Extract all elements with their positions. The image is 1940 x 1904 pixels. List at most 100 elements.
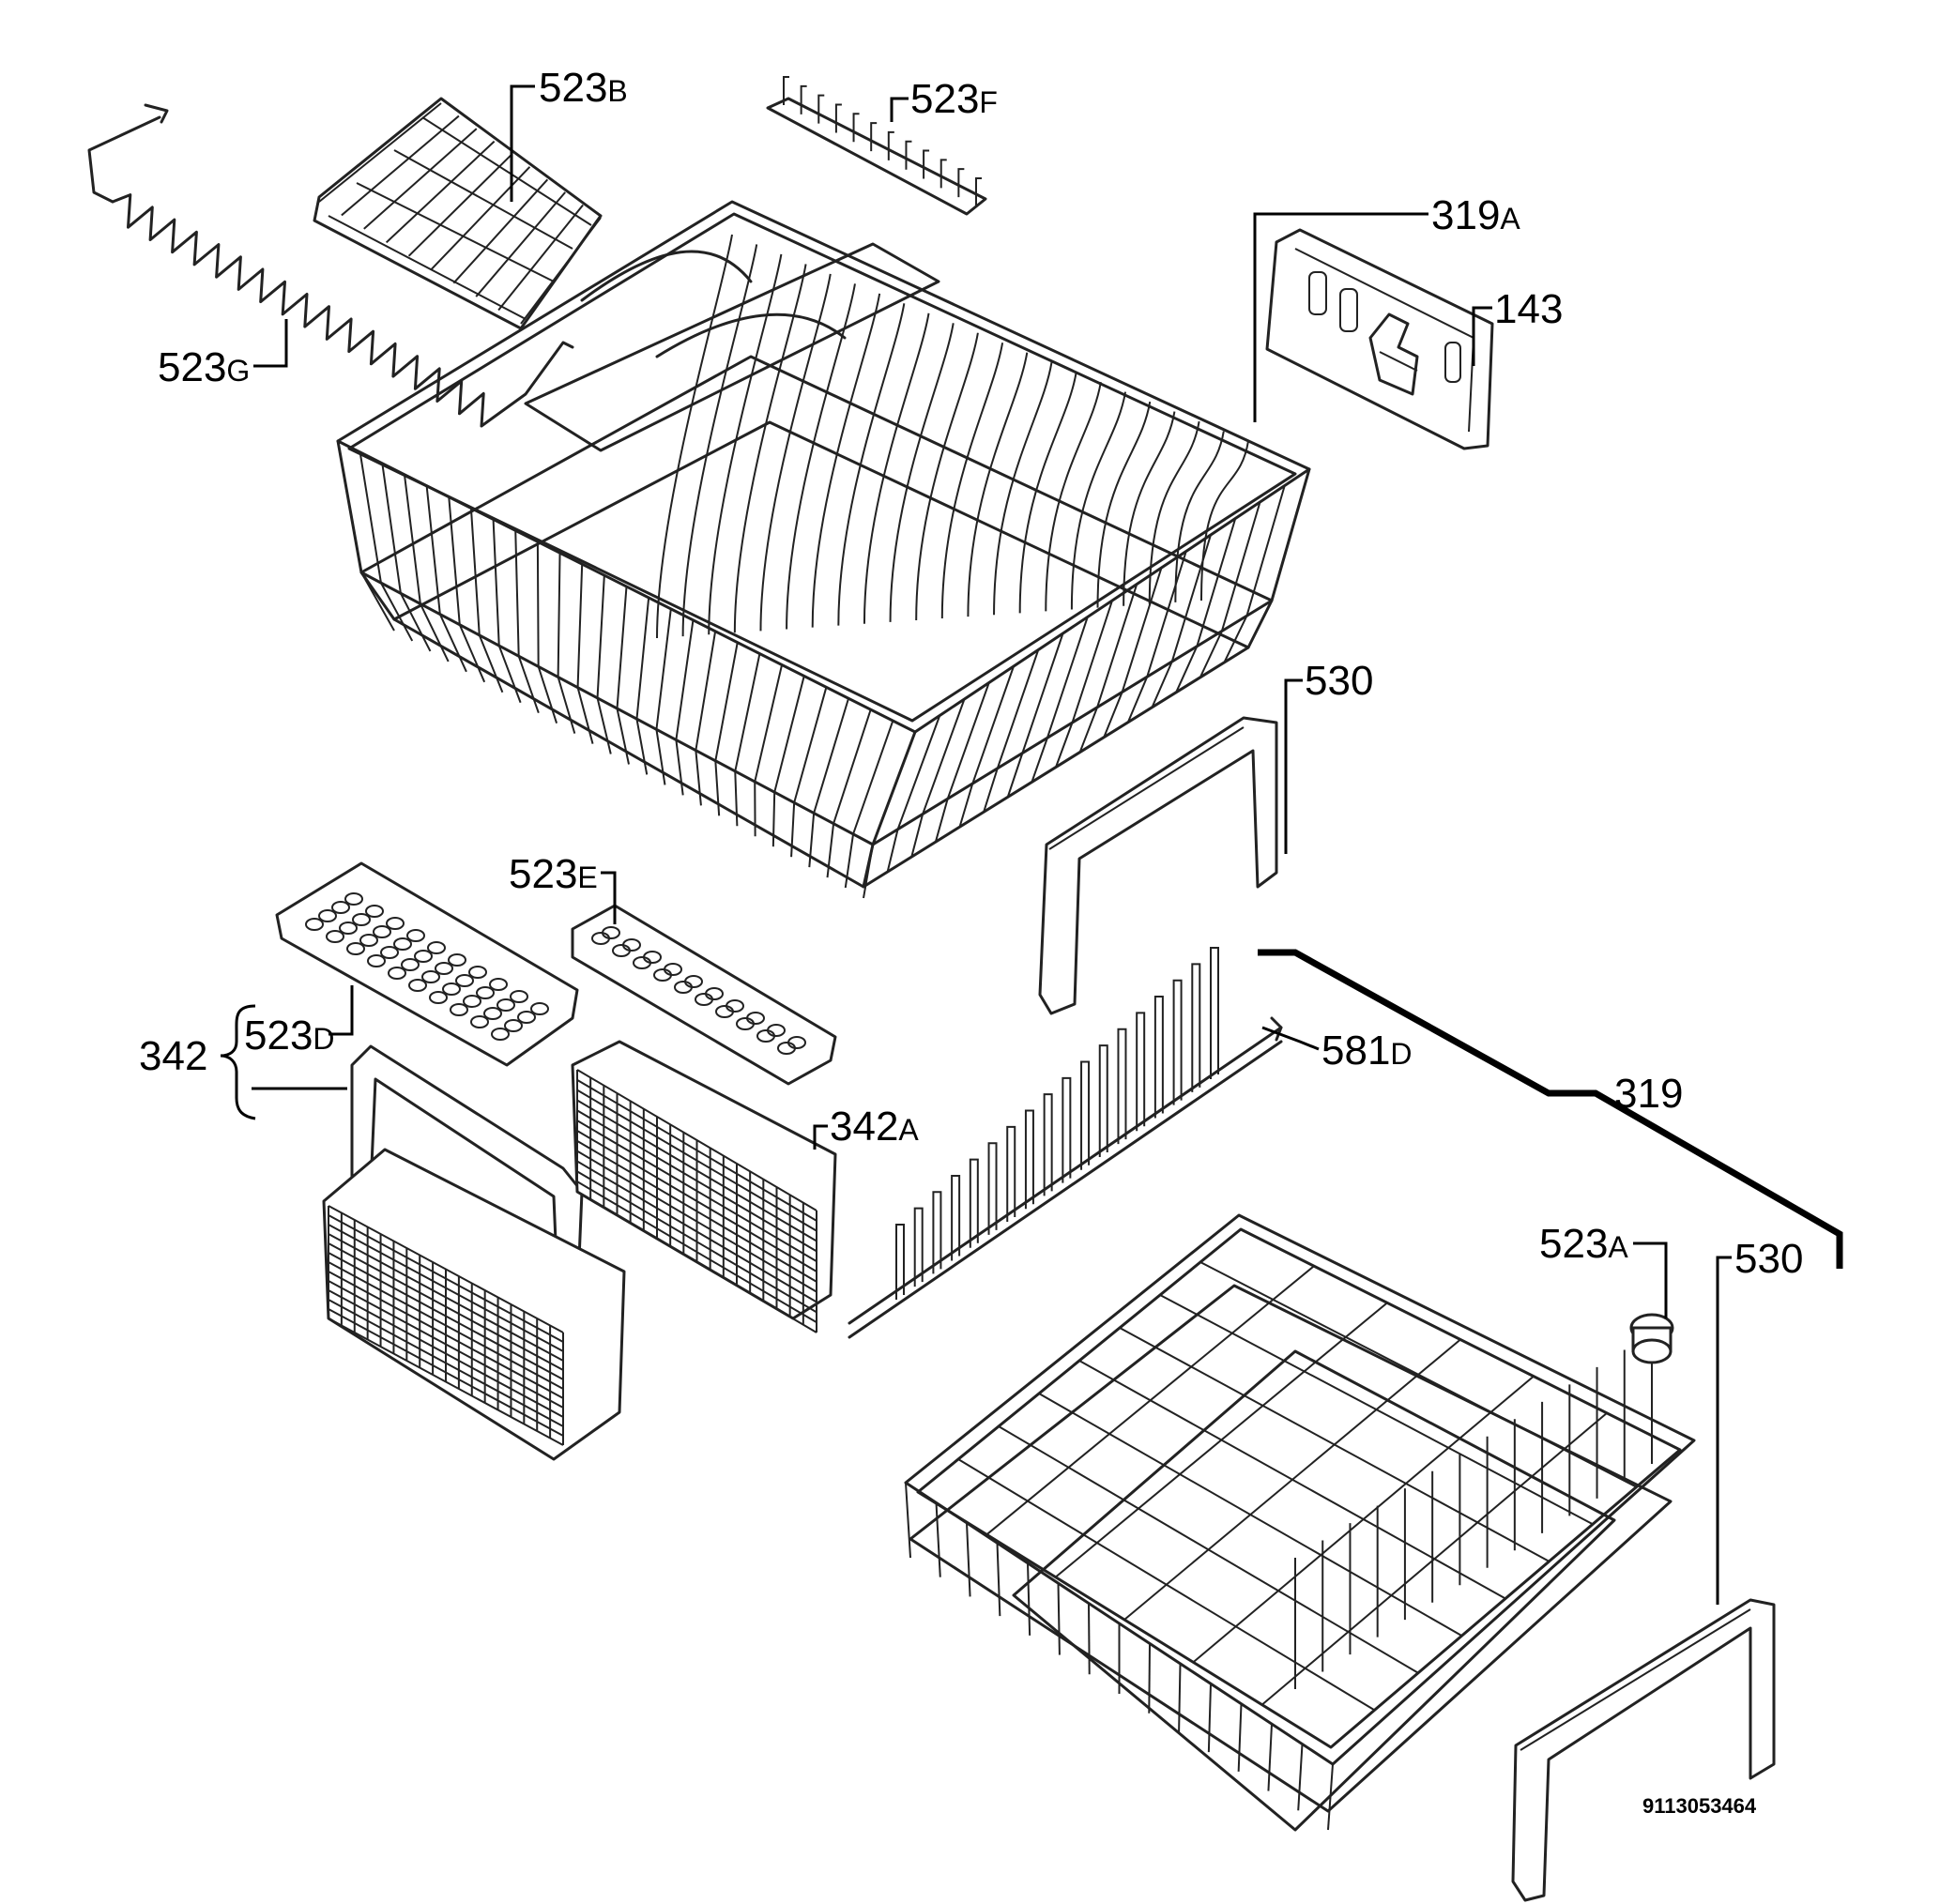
basket-wire — [734, 653, 761, 827]
lid-hole — [326, 930, 344, 943]
tine — [1210, 947, 1219, 1079]
dish-tine — [889, 323, 955, 622]
cutlery-basket-342 — [322, 1044, 626, 1461]
rack-rib — [407, 153, 513, 257]
rack-pin — [800, 84, 807, 114]
basket-wire — [1126, 551, 1187, 724]
basket-wire — [596, 575, 612, 754]
rack-pin — [887, 130, 894, 160]
lid-hole — [470, 1015, 489, 1028]
lid-hole — [435, 962, 453, 975]
callout-523b: 523B — [539, 65, 628, 111]
basket-wire — [1055, 600, 1113, 768]
lid-hole — [414, 950, 433, 963]
lid-hole — [746, 1012, 765, 1025]
rack-rib — [520, 217, 602, 325]
tine — [1098, 1044, 1108, 1157]
tine — [951, 1174, 961, 1261]
basket-wire — [655, 608, 672, 785]
basket-wire — [886, 715, 941, 873]
dish-tine — [1045, 381, 1102, 612]
wheel-523a — [1629, 1313, 1674, 1364]
callout-523f: 523F — [910, 76, 998, 122]
lid-hole — [406, 929, 425, 942]
dish-tine — [837, 303, 906, 626]
basket-wire — [425, 485, 467, 673]
basket-wire — [359, 451, 414, 642]
lid-hole — [346, 942, 365, 955]
rack-pin — [923, 149, 930, 179]
callout-530-bottom: 530 — [1734, 1236, 1803, 1282]
basket-wire — [771, 676, 805, 847]
dish-tine — [1018, 372, 1077, 614]
lid-hole — [602, 926, 620, 939]
upper-basket — [336, 200, 1311, 899]
lid-hole — [476, 986, 495, 999]
callout-523g: 523G — [158, 344, 250, 390]
lid-hole — [388, 967, 406, 980]
basket-wire — [808, 697, 849, 868]
lid-hole — [483, 1007, 502, 1020]
cutlery-lid-523d — [275, 861, 579, 1067]
lid-hole — [496, 998, 515, 1012]
dish-tine — [656, 234, 733, 639]
rack-pin — [905, 140, 912, 170]
basket-wire — [910, 698, 966, 858]
rack-pin — [852, 113, 860, 143]
basket-wire — [934, 682, 990, 843]
lid-hole — [643, 951, 662, 964]
basket-wire — [1178, 1663, 1182, 1733]
basket-wire — [1207, 1683, 1212, 1753]
callout-523d: 523D — [244, 1013, 335, 1059]
tine-rack-523f — [766, 76, 987, 216]
lid-hole — [380, 946, 399, 959]
tine — [895, 1224, 905, 1300]
lid-hole — [339, 922, 358, 935]
basket-wire — [966, 1522, 971, 1597]
rack-pin — [957, 168, 965, 198]
basket-wire — [635, 597, 650, 775]
dish-tine — [708, 253, 783, 635]
rack-pin — [939, 159, 947, 189]
basket-wire — [381, 463, 432, 652]
lid-hole — [504, 1019, 523, 1032]
lid-hole — [344, 892, 363, 906]
lid-hole — [726, 999, 744, 1013]
rack-rib — [430, 166, 531, 270]
cutlery-basket-342a — [571, 1040, 837, 1333]
basket-wire — [1267, 1724, 1273, 1791]
lid-hole — [510, 990, 528, 1003]
basket-wire — [754, 664, 784, 837]
callout-319: 319 — [1614, 1071, 1683, 1117]
basket-wire — [616, 586, 630, 765]
rack-pin — [870, 122, 878, 152]
basket-wire — [1175, 518, 1237, 693]
dish-tine — [1174, 431, 1225, 602]
basket-wire — [1223, 485, 1286, 663]
basket-wire — [1078, 584, 1138, 753]
dish-tine — [967, 352, 1029, 617]
basket-wire — [1088, 1603, 1091, 1675]
basket-wire — [576, 564, 594, 744]
dish-tine — [681, 244, 758, 637]
basket-wire — [557, 553, 576, 734]
dish-tine — [811, 293, 881, 628]
basket-wire — [1006, 632, 1064, 798]
basket-wire — [448, 496, 486, 683]
basket-wire — [1192, 1375, 1535, 1664]
rack-rib — [475, 191, 566, 297]
tine — [1153, 996, 1164, 1119]
dish-tine — [1200, 440, 1249, 602]
basket-wire — [714, 642, 739, 816]
lid-hole — [491, 1028, 510, 1041]
lid-hole — [318, 909, 337, 922]
lid-hole — [359, 934, 378, 947]
basket-wire — [675, 619, 695, 796]
tine — [987, 1142, 998, 1235]
basket-wire — [958, 665, 1015, 828]
lid-hole — [393, 937, 412, 951]
lid-hole — [684, 975, 703, 988]
lid-hole — [442, 982, 461, 996]
basket-wire — [514, 530, 540, 714]
